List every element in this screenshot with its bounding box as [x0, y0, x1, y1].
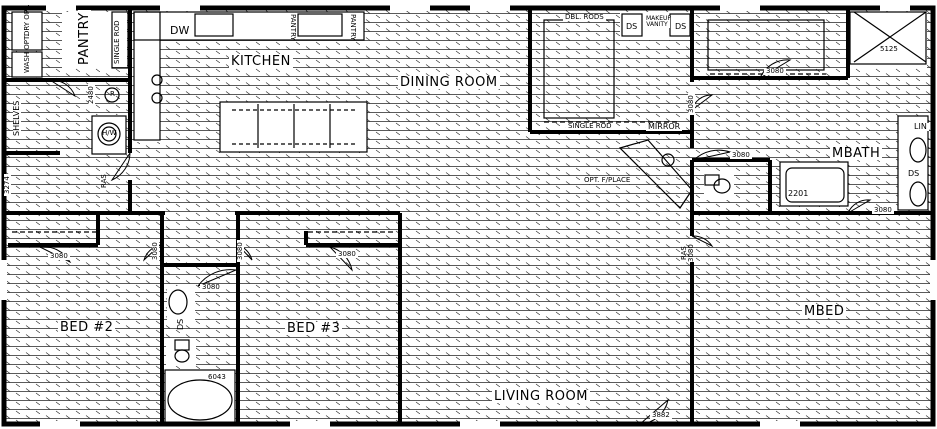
- refrigerator-label: R: [110, 90, 115, 98]
- door-label-bed2-hall: 3080: [151, 240, 159, 262]
- door-label-closet: 3080: [687, 93, 695, 115]
- double-rods-label: DBL. RODS: [563, 13, 606, 21]
- room-label-living: LIVING ROOM: [492, 389, 590, 404]
- room-label-pantry: PANTRY: [77, 10, 92, 67]
- door-label-exterior: 3274: [3, 174, 11, 196]
- dryer-label: DRY OPT.: [23, 4, 31, 36]
- door-label-bed3-hall: 3080: [236, 240, 244, 262]
- water-heater-label: H/W: [102, 129, 117, 137]
- door-label-front: 3882: [650, 411, 672, 419]
- door-label-mcloset: 3080: [764, 67, 786, 75]
- door-label-utility: 2480: [87, 84, 95, 106]
- closet-lines: [11, 11, 929, 425]
- door-label-bed3: 3080: [336, 250, 358, 258]
- linen-label: LIN: [912, 122, 929, 131]
- door-label-mbath: 3080: [872, 206, 894, 214]
- makeup-vanity-label: MAKEUP VANITY: [644, 15, 672, 28]
- ds-label-3: DS: [908, 169, 920, 178]
- mirror-label: MIRROR: [646, 122, 683, 131]
- room-label-bed2: BED #2: [58, 320, 116, 335]
- room-label-mbed: MBED: [802, 304, 847, 319]
- door-label-mbed: 3080: [687, 244, 695, 262]
- master-tub-label: 2201: [788, 189, 809, 198]
- ds-label-2: DS: [675, 22, 687, 31]
- room-label-kitchen: KITCHEN: [229, 54, 293, 69]
- shelves-label: SHELVES: [12, 98, 21, 138]
- ds-label-4: DS: [176, 318, 185, 330]
- windows: [1, 5, 936, 427]
- bath-tub-label: 6043: [208, 373, 226, 381]
- single-rod-label-pantry: SINGLE ROD: [113, 20, 121, 64]
- ds-label-1: DS: [626, 22, 638, 31]
- interior-walls: [4, 8, 933, 424]
- room-label-bed3: BED #3: [285, 321, 343, 336]
- shower-label: 5125: [880, 45, 898, 53]
- room-label-dining: DINING ROOM: [398, 75, 500, 90]
- single-rod-label-closet: SINGLE ROD: [566, 122, 614, 130]
- door-label-bath: 3080: [200, 283, 222, 291]
- washer-label: WASH OPT.: [23, 34, 31, 73]
- pantry-cabinet-label-2: PANTRY: [349, 14, 357, 41]
- dishwasher-label: DW: [168, 24, 192, 37]
- door-label-bed2: 3080: [48, 252, 70, 260]
- door-label-toilet: 3080: [730, 151, 752, 159]
- optional-fireplace-label: OPT. F/PLACE: [582, 176, 633, 184]
- pantry-cabinet-label-1: PANTRY: [289, 14, 297, 41]
- room-label-mbath: MBATH: [830, 146, 883, 161]
- ras-label-1: RAS: [100, 174, 108, 188]
